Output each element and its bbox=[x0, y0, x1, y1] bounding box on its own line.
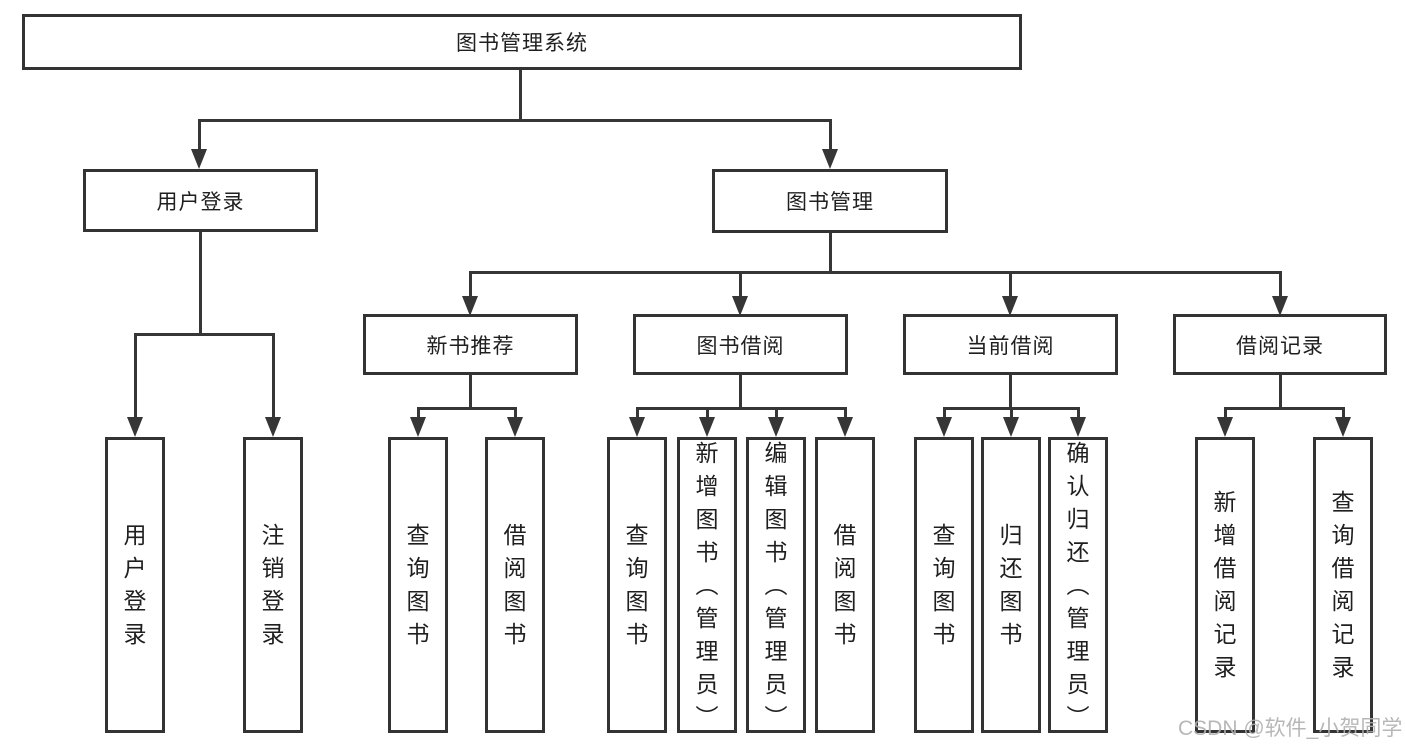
connector-drop-current-borrowing bbox=[1009, 271, 1012, 298]
connector-new-books-stem bbox=[469, 375, 472, 410]
arrow-down-leaf bbox=[1217, 417, 1233, 437]
connector-drop-leaf bbox=[417, 407, 420, 419]
arrow-down-leaf bbox=[1003, 417, 1019, 437]
connector-drop-leaf-logout bbox=[272, 333, 275, 418]
leaf-add-book-admin: 新增图书︵管理员︶ bbox=[677, 437, 737, 733]
leaf-borrow-books-new: 借阅图书 bbox=[485, 437, 545, 733]
connector-drop-leaf bbox=[1010, 407, 1013, 419]
connector-borrowing-records-stem bbox=[1279, 375, 1282, 410]
arrow-down-leaf bbox=[837, 417, 853, 437]
connector-drop-user-login bbox=[198, 119, 201, 151]
connector-drop-leaf bbox=[514, 407, 517, 419]
connector-drop-leaf bbox=[706, 407, 709, 419]
arrow-down-leaf bbox=[768, 417, 784, 437]
arrow-down-leaf bbox=[507, 417, 523, 437]
leaf-label: 注销登录 bbox=[261, 522, 285, 647]
connector-current-borrowing-stem bbox=[1009, 375, 1012, 410]
node-book-management: 图书管理 bbox=[712, 169, 948, 233]
leaf-label: 借阅图书 bbox=[503, 522, 527, 647]
leaf-query-books-borrow: 查询图书 bbox=[607, 437, 667, 733]
leaf-query-books-current: 查询图书 bbox=[914, 437, 974, 733]
leaf-label: 编辑图书︵管理员︶ bbox=[764, 439, 788, 730]
arrow-down-leaf-logout bbox=[265, 417, 281, 437]
connector-user-login-stem bbox=[199, 232, 202, 336]
leaf-confirm-return-admin: 确认归还︵管理员︶ bbox=[1048, 437, 1108, 733]
connector-drop-leaf bbox=[1077, 407, 1080, 419]
arrow-down-leaf bbox=[629, 417, 645, 437]
connector-drop-leaf bbox=[844, 407, 847, 419]
leaf-query-borrow-record: 查询借阅记录 bbox=[1313, 437, 1373, 733]
node-current-borrowing: 当前借阅 bbox=[903, 314, 1118, 375]
leaf-label: 归还图书 bbox=[999, 522, 1023, 647]
node-label: 图书管理 bbox=[786, 191, 874, 214]
connector-drop-leaf bbox=[1224, 407, 1227, 419]
leaf-label: 新增图书︵管理员︶ bbox=[695, 439, 719, 730]
leaf-label: 确认归还︵管理员︶ bbox=[1066, 439, 1090, 730]
leaf-label: 查询图书 bbox=[625, 522, 649, 647]
arrow-down-leaf bbox=[699, 417, 715, 437]
leaf-user-login: 用户登录 bbox=[105, 437, 165, 733]
connector-root-stem bbox=[519, 70, 522, 121]
connector-drop-leaf-user-login bbox=[134, 333, 137, 418]
node-label: 图书管理系统 bbox=[456, 32, 588, 55]
connector-drop-leaf bbox=[943, 407, 946, 419]
leaf-edit-book-admin: 编辑图书︵管理员︶ bbox=[746, 437, 806, 733]
arrow-down-book-management bbox=[822, 149, 838, 169]
connector-book-borrowing-bar bbox=[636, 407, 846, 410]
leaf-borrow-books-borrow: 借阅图书 bbox=[815, 437, 875, 733]
connector-level1-bar bbox=[198, 119, 832, 122]
connector-drop-leaf bbox=[636, 407, 639, 419]
node-borrowing-records: 借阅记录 bbox=[1173, 314, 1387, 375]
connector-book-management-stem bbox=[829, 233, 832, 274]
leaf-label: 用户登录 bbox=[123, 522, 147, 647]
leaf-return-books: 归还图书 bbox=[981, 437, 1041, 733]
arrow-down-book-borrowing bbox=[732, 296, 748, 316]
arrow-down-leaf bbox=[410, 417, 426, 437]
leaf-label: 借阅图书 bbox=[833, 522, 857, 647]
connector-drop-borrowing-records bbox=[1279, 271, 1282, 298]
arrow-down-leaf-user-login bbox=[127, 417, 143, 437]
node-label: 当前借阅 bbox=[966, 334, 1055, 358]
connector-drop-book-management bbox=[829, 119, 832, 151]
connector-book-borrowing-stem bbox=[739, 375, 742, 410]
node-label: 用户登录 bbox=[156, 190, 245, 214]
arrow-down-borrowing-records bbox=[1272, 296, 1288, 316]
arrow-down-current-borrowing bbox=[1002, 296, 1018, 316]
arrow-down-leaf bbox=[936, 417, 952, 437]
connector-borrowing-records-bar bbox=[1224, 407, 1344, 410]
leaf-label: 查询借阅记录 bbox=[1331, 489, 1355, 680]
leaf-label: 新增借阅记录 bbox=[1213, 489, 1237, 680]
arrow-down-leaf bbox=[1070, 417, 1086, 437]
node-label: 图书借阅 bbox=[696, 334, 785, 358]
connector-drop-book-borrowing bbox=[739, 271, 742, 298]
leaf-logout: 注销登录 bbox=[243, 437, 303, 733]
connector-level3-bar bbox=[469, 271, 1282, 274]
leaf-label: 查询图书 bbox=[406, 522, 430, 647]
node-book-borrowing: 图书借阅 bbox=[633, 314, 848, 375]
connector-drop-leaf bbox=[775, 407, 778, 419]
csdn-watermark: CSDN @软件_小贺同学 bbox=[1178, 717, 1403, 740]
connector-new-books-bar bbox=[417, 407, 517, 410]
connector-user-login-bar bbox=[134, 333, 275, 336]
leaf-query-books-new: 查询图书 bbox=[388, 437, 448, 733]
leaf-label: 查询图书 bbox=[932, 522, 956, 647]
leaf-add-borrow-record: 新增借阅记录 bbox=[1195, 437, 1255, 733]
arrow-down-user-login bbox=[191, 149, 207, 169]
node-label: 借阅记录 bbox=[1236, 334, 1324, 358]
node-user-login: 用户登录 bbox=[83, 169, 318, 232]
arrow-down-new-books bbox=[462, 296, 478, 316]
node-new-book-recommendation: 新书推荐 bbox=[363, 314, 578, 375]
connector-drop-leaf bbox=[1342, 407, 1345, 419]
node-library-management-system: 图书管理系统 bbox=[22, 14, 1022, 70]
connector-drop-new-books bbox=[469, 271, 472, 298]
arrow-down-leaf bbox=[1335, 417, 1351, 437]
node-label: 新书推荐 bbox=[426, 334, 515, 358]
